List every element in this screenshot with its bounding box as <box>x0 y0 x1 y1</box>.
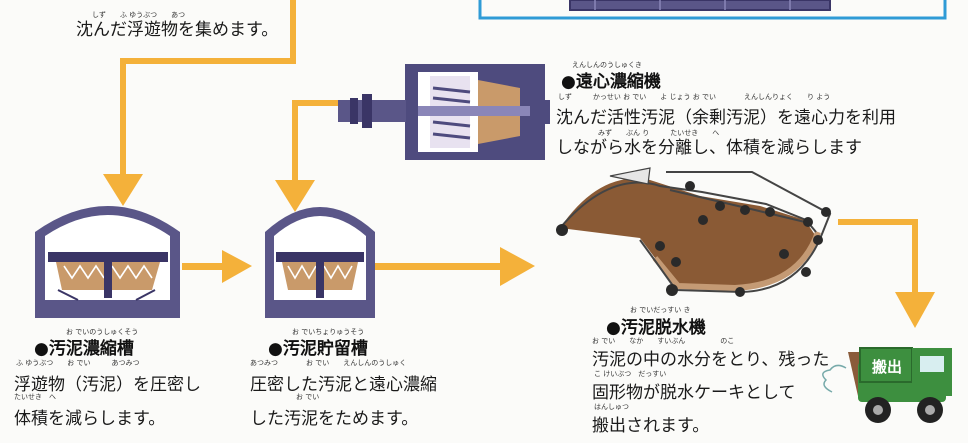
dehydrator-text-ruby3: はんしゅつ <box>594 403 629 411</box>
dehydrator-text-ruby: お でい なか すいぶん のこ <box>592 337 735 345</box>
top-text-ruby: しず ふ ゆうぶつ あつ <box>92 11 186 19</box>
centrifuge-text: 沈んだ活性汚泥（余剰汚泥）を遠心力を利用 しながら水を分離し、体積を減らします <box>556 108 896 158</box>
dehydrator-title-ruby: お でいだっすい き <box>630 306 691 314</box>
centrifuge-title: ●遠心濃縮機 <box>561 72 661 92</box>
dehydrator-text-ruby2: こ けいぶつ だっすい <box>594 370 667 378</box>
dehydrator-text: 汚泥の中の水分をとり、残った 固形物が脱水ケーキとして 搬出されます。 <box>592 350 830 436</box>
storage-text-ruby2: お でい <box>296 393 320 401</box>
storage-text-ruby: あつみつ お でい えんしんのうしゅく <box>250 359 407 367</box>
flow-arrows <box>103 0 935 328</box>
centrifuge-title-ruby: えんしんのうしゅくき <box>572 61 642 69</box>
dehydrator-title: ●汚泥脱水機 <box>606 318 706 338</box>
storage-title: ●汚泥貯留槽 <box>268 339 368 359</box>
top-text: 沈んだ浮遊物を集めます。 <box>76 20 279 40</box>
centrifuge-text-ruby2: みず ぶん り たいせき へ <box>598 129 720 137</box>
thickener-text-ruby2: たいせき へ <box>14 393 56 401</box>
storage-title-ruby: お でいちょりゅうそう <box>292 328 365 336</box>
belt-press-icon <box>556 167 832 297</box>
truck-label: 搬出 <box>872 358 902 376</box>
thickener-title: ●汚泥濃縮槽 <box>34 339 134 359</box>
thickener-text: 浮遊物（汚泥）を圧密し 体積を減らします。 <box>14 375 201 429</box>
storage-text: 圧密した汚泥と遠心濃縮 した汚泥をためます。 <box>250 375 437 429</box>
thickener-title-ruby: お でいのうしゅくそう <box>66 328 139 336</box>
dump-truck-icon: 搬出 <box>822 347 952 423</box>
storage-tank-icon <box>265 207 375 318</box>
centrifuge-icon <box>338 64 550 160</box>
thickener-text-ruby: ふ ゆうぶつ お でい あつみつ <box>16 359 140 367</box>
top-equipment <box>478 0 947 20</box>
thickener-tank-icon <box>35 206 180 318</box>
centrifuge-text-ruby: しず かっせい お でい よ じょう お でい えんしんりょく り よう <box>558 93 831 101</box>
